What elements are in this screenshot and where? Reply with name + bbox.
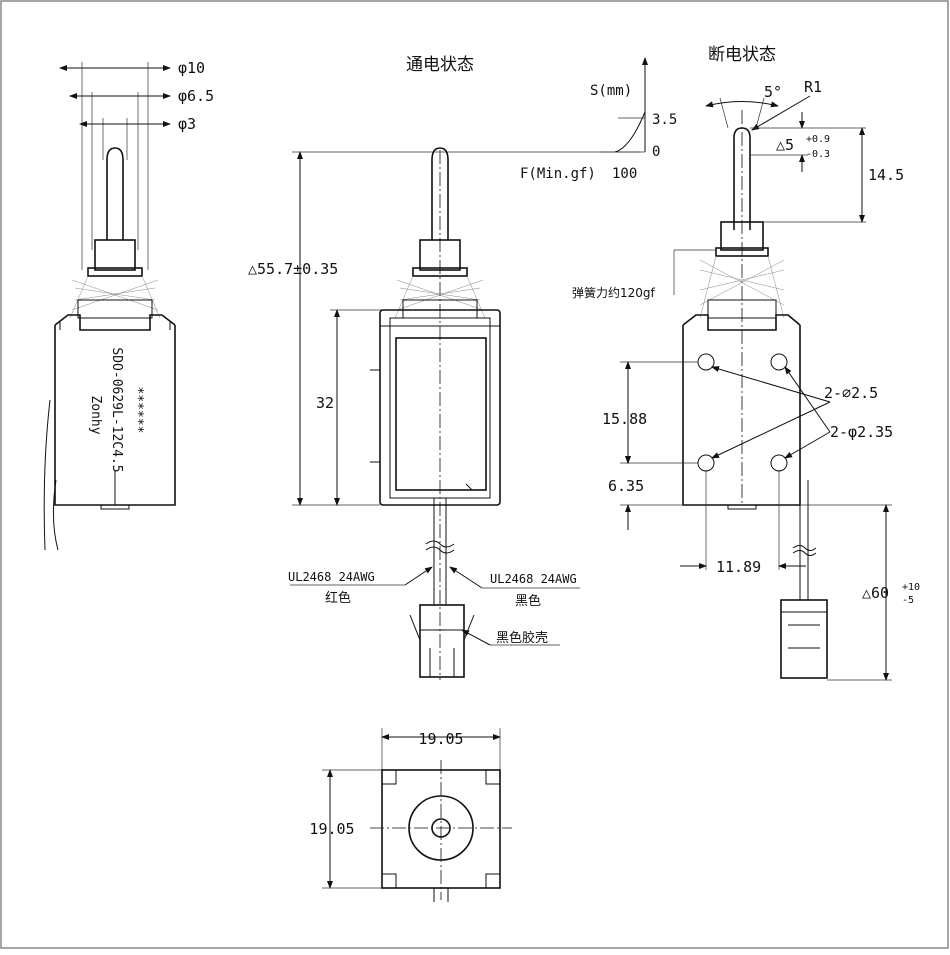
dia-mid-label: φ6.5 [178, 87, 214, 105]
hole-pitch-v-label: 15.88 [602, 410, 647, 428]
hole-offset-label: 6.35 [608, 477, 644, 495]
left-side-view: φ10 φ6.5 φ3 Zonhy SDO-0629L-12C4.5 *****… [43, 59, 214, 551]
width-label: 19.05 [418, 730, 463, 748]
stroke-dim-label: △5 [776, 136, 794, 154]
s-axis-label: S(mm) [590, 83, 632, 99]
f-axis-label: F(Min.gf) [520, 166, 596, 182]
stroke-tol-plus: +0.9 [806, 134, 830, 145]
lead-tol-plus: +10 [902, 582, 920, 593]
middle-energized-view: 通电状态 △55.7±0.35 32 [248, 55, 640, 680]
coil-body-right [682, 314, 801, 506]
housing-label: 黑色胶壳 [496, 630, 548, 646]
plunger-bore [431, 818, 451, 838]
model-label: SDO-0629L-12C4.5 [109, 347, 124, 472]
angle-label: 5° [764, 83, 782, 101]
dia-outer-label: φ10 [178, 59, 205, 77]
force-value-label: 100 [612, 166, 637, 182]
radius-label: R1 [804, 78, 822, 96]
dia-inner-label: φ3 [178, 115, 196, 133]
overall-length-label: △55.7±0.35 [248, 260, 338, 278]
height-label: 19.05 [309, 820, 354, 838]
bottom-top-view: 19.05 19.05 [309, 728, 512, 902]
hole-a-label: 2-⌀2.5 [824, 384, 878, 402]
mount-hole-br [770, 454, 788, 472]
stroke-zero-label: 0 [652, 144, 660, 160]
coil-energized [395, 337, 487, 491]
deenergized-title: 断电状态 [708, 45, 776, 65]
brand-label: Zonhy [88, 395, 103, 434]
plunger [106, 147, 124, 240]
wire-right-color: 黑色 [515, 593, 541, 609]
body-height-label: 32 [316, 394, 334, 412]
connector-right [780, 599, 828, 679]
force-stroke-graph: S(mm) 3.5 0 F(Min.gf) 100 [520, 57, 677, 182]
serial-label: ****** [130, 387, 145, 434]
outer-bore [408, 795, 474, 861]
collar [94, 239, 136, 271]
connector-housing [419, 604, 465, 678]
mount-hole-tl [697, 353, 715, 371]
hole-pitch-h-label: 11.89 [716, 558, 761, 576]
hole-b-label: 2-φ2.35 [830, 423, 893, 441]
mount-hole-bl [697, 454, 715, 472]
stroke-max-label: 3.5 [652, 112, 677, 128]
wire-right-spec: UL2468 24AWG [490, 572, 577, 586]
plunger-deenergized [733, 127, 751, 230]
spring-force-label: 弹簧力约120gf [572, 285, 656, 300]
stroke-tol-minus: -0.3 [806, 149, 830, 160]
wire-left-spec: UL2468 24AWG [288, 570, 375, 584]
frame-energized [379, 309, 501, 506]
lead-length-label: △60 [862, 584, 889, 602]
mount-hole-tr [770, 353, 788, 371]
plunger-energized [431, 147, 449, 240]
right-deenergized-view: 断电状态 5° R1 △5 +0.9 -0.3 14.5 弹簧力约120gf [572, 45, 920, 681]
wire-left-color: 红色 [325, 590, 351, 606]
lead-tol-minus: -5 [902, 595, 914, 606]
energized-title: 通电状态 [406, 55, 474, 75]
plunger-ext-label: 14.5 [868, 166, 904, 184]
